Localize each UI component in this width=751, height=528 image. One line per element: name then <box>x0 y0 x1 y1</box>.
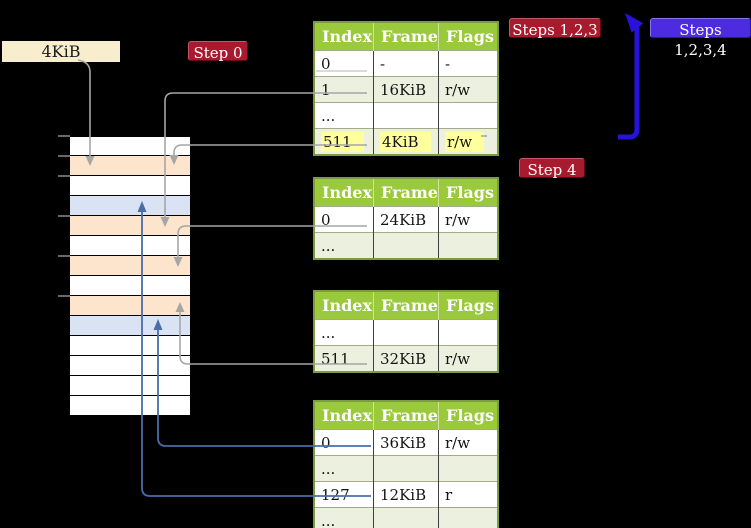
cell-flags: r/w <box>438 206 498 233</box>
memory-row-blue <box>70 316 190 336</box>
cell-flags <box>438 102 498 129</box>
memory-row-white <box>70 136 190 156</box>
table-row: 127 12KiB r <box>314 481 498 508</box>
memory-row-white <box>70 396 190 416</box>
cell-frame: - <box>373 50 439 77</box>
cell-index: 511 <box>314 128 374 155</box>
cell-index: 1 <box>314 76 374 103</box>
cell-frame: 16KiB <box>373 76 439 103</box>
table-row: ... <box>314 319 498 346</box>
memory-tick-marks <box>58 135 70 297</box>
arrowhead-up-left-icon <box>625 13 644 33</box>
page-table-level-1: Index Frame Flags 0 - - 1 16KiB r/w ... … <box>313 21 499 156</box>
table-header-row: Index Frame Flags <box>314 291 498 320</box>
big-steps-arrow <box>618 13 644 140</box>
memory-row-white <box>70 356 190 376</box>
steps1234-label: Steps 1,2,3,4 <box>674 21 727 59</box>
steps123-label: Steps 1,2,3 <box>512 21 598 39</box>
cell-index: ... <box>314 232 374 259</box>
cell-flags: - <box>438 50 498 77</box>
cell-flags <box>438 232 498 259</box>
memory-row-orange <box>70 296 190 316</box>
cell-flags: r/w <box>438 76 498 103</box>
table-row: 0 - - <box>314 50 498 77</box>
memory-row-orange <box>70 216 190 236</box>
page-table-level-4: Index Frame Flags 0 36KiB r/w ... 127 12… <box>313 400 499 528</box>
cell-frame: 4KiB <box>373 128 439 155</box>
step0-label: Step 0 <box>193 44 243 62</box>
cell-frame: 36KiB <box>373 429 439 456</box>
cell-frame <box>373 232 439 259</box>
cell-flags <box>438 507 498 528</box>
header-frame: Frame <box>373 401 439 430</box>
memory-row-orange <box>70 256 190 276</box>
cell-flags: r/w <box>438 429 498 456</box>
header-index: Index <box>314 178 374 207</box>
cell-flags: r/w <box>438 345 498 372</box>
cell-index: 0 <box>314 429 374 456</box>
header-flags: Flags <box>438 291 498 320</box>
step0-badge: Step 0 <box>188 41 248 62</box>
table-header-row: Index Frame Flags <box>314 22 498 51</box>
page-table-level-2: Index Frame Flags 0 24KiB r/w ... <box>313 177 499 260</box>
cell-flags <box>438 319 498 346</box>
cell-flags: r <box>438 481 498 508</box>
memory-row-white <box>70 276 190 296</box>
table-header-row: Index Frame Flags <box>314 401 498 430</box>
cell-flags: r/w <box>438 128 498 155</box>
page-table-level-3: Index Frame Flags ... 511 32KiB r/w <box>313 290 499 373</box>
steps123-badge: Steps 1,2,3 <box>509 18 601 39</box>
page-size-label: 4KiB <box>41 42 81 61</box>
table-row: 1 16KiB r/w <box>314 76 498 103</box>
header-flags: Flags <box>438 22 498 51</box>
cell-index: ... <box>314 319 374 346</box>
cell-index: 511 <box>314 345 374 372</box>
memory-row-white <box>70 336 190 356</box>
header-frame: Frame <box>373 291 439 320</box>
table-row: 0 24KiB r/w <box>314 206 498 233</box>
memory-row-white <box>70 176 190 196</box>
memory-row-orange <box>70 156 190 176</box>
header-frame: Frame <box>373 22 439 51</box>
header-frame: Frame <box>373 178 439 207</box>
step4-label: Step 4 <box>527 161 577 179</box>
header-flags: Flags <box>438 178 498 207</box>
cell-flags <box>438 455 498 482</box>
highlight: 511 <box>321 131 364 152</box>
cell-index: 0 <box>314 206 374 233</box>
cell-frame <box>373 102 439 129</box>
memory-column <box>70 136 190 416</box>
cell-frame: 32KiB <box>373 345 439 372</box>
table-row: ... <box>314 232 498 259</box>
memory-row-white <box>70 376 190 396</box>
table-row-highlighted: 511 4KiB r/w <box>314 128 498 155</box>
page-size-box: 4KiB <box>2 41 120 62</box>
table-row: ... <box>314 102 498 129</box>
highlight: r/w <box>444 131 485 152</box>
cell-index: ... <box>314 102 374 129</box>
memory-row-blue <box>70 196 190 216</box>
cell-index: 127 <box>314 481 374 508</box>
steps1234-badge: Steps 1,2,3,4 <box>650 18 751 59</box>
cell-frame: 24KiB <box>373 206 439 233</box>
header-index: Index <box>314 22 374 51</box>
cell-frame: 12KiB <box>373 481 439 508</box>
table-row: ... <box>314 455 498 482</box>
cell-index: ... <box>314 455 374 482</box>
cell-index: ... <box>314 507 374 528</box>
cell-frame <box>373 319 439 346</box>
highlight: 4KiB <box>380 131 431 152</box>
table-header-row: Index Frame Flags <box>314 178 498 207</box>
header-flags: Flags <box>438 401 498 430</box>
memory-row-white <box>70 236 190 256</box>
cell-frame <box>373 507 439 528</box>
header-index: Index <box>314 401 374 430</box>
table-row: 0 36KiB r/w <box>314 429 498 456</box>
header-index: Index <box>314 291 374 320</box>
cell-index: 0 <box>314 50 374 77</box>
cell-frame <box>373 455 439 482</box>
step4-badge: Step 4 <box>519 158 585 179</box>
table-row: 511 32KiB r/w <box>314 345 498 372</box>
table-row: ... <box>314 507 498 528</box>
